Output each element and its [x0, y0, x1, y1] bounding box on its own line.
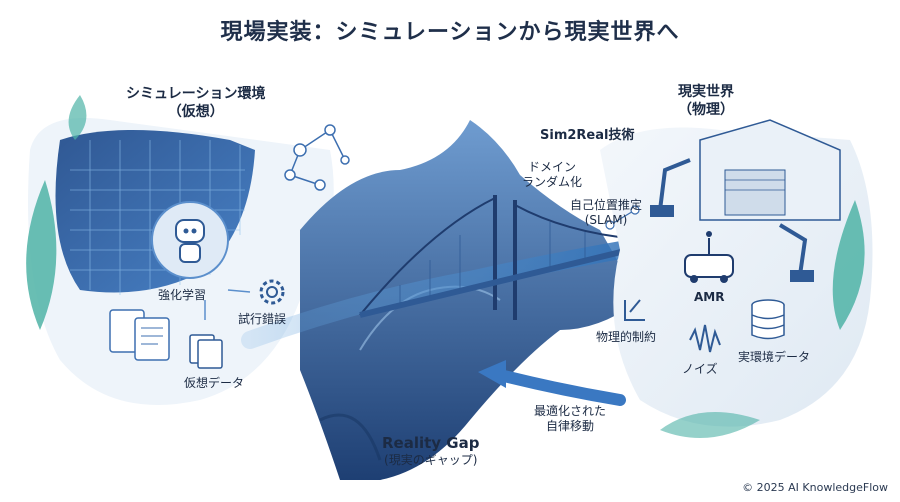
database-icon	[751, 299, 785, 340]
page-title: 現場実装：シミュレーションから現実世界へ	[220, 20, 680, 45]
real-environment-data-label: 実環境データ	[738, 350, 811, 364]
network-icon	[284, 124, 350, 191]
robot-arm-icon	[650, 158, 814, 282]
reality-gap-cliff	[300, 120, 640, 480]
noise-icon	[689, 324, 721, 353]
slam-label: 自己位置推定 (SLAM)	[570, 198, 643, 227]
virtual-data-label: 仮想データ	[184, 376, 245, 390]
leaf-icon	[660, 412, 760, 438]
amr-robot-icon	[684, 231, 734, 283]
gear-icon	[259, 279, 285, 305]
feedback-flow	[494, 369, 626, 406]
warehouse-icon	[699, 119, 841, 221]
real-world-heading: 現実世界 （物理）	[678, 84, 734, 118]
leaf-icon	[832, 200, 865, 330]
sim-to-real-flow	[241, 236, 659, 349]
document-icon	[109, 309, 170, 361]
leaf-icon	[26, 180, 57, 330]
trial-and-error-label: 試行錯誤	[238, 312, 287, 326]
physics-constraint-icon	[624, 299, 645, 321]
bridge-icon	[359, 195, 651, 320]
sim2real-heading: Sim2Real技術	[540, 128, 635, 143]
feedback-arrowhead-icon	[478, 360, 506, 388]
noise-label: ノイズ	[682, 362, 718, 376]
reinforcement-learning-label: 強化学習	[158, 288, 207, 302]
amr-label: AMR	[694, 290, 725, 304]
leaf-icon	[68, 95, 87, 140]
physical-constraints-label: 物理的制約	[596, 330, 657, 344]
reality-gap-label: Reality Gap (現実のギャップ)	[382, 434, 480, 467]
network-icon	[605, 205, 640, 230]
copyright-notice: © 2025 AI KnowledgeFlow	[742, 481, 888, 494]
data-files-icon	[189, 334, 223, 369]
robot-icon	[151, 201, 229, 279]
domain-randomization-label: ドメイン ランダム化	[522, 160, 583, 189]
simulation-heading: シミュレーション環境 （仮想）	[126, 86, 266, 120]
optimized-autonomous-movement-label: 最適化された 自律移動	[534, 404, 607, 433]
real-world-area	[600, 119, 873, 438]
